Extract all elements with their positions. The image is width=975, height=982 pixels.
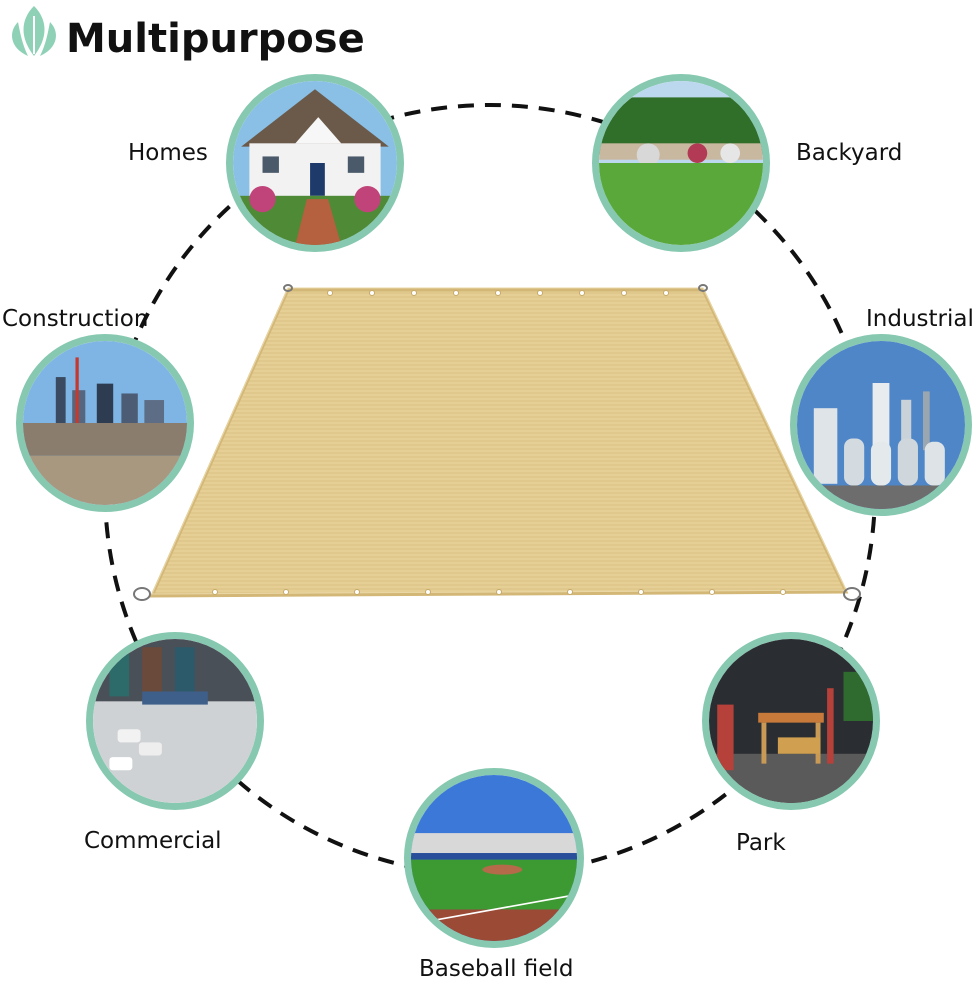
- baseball-field-photo: [404, 768, 584, 948]
- backyard-photo: [592, 74, 770, 252]
- label-construction: Construction: [2, 306, 149, 332]
- construction-photo: [16, 334, 194, 512]
- leaf-logo-icon: [12, 6, 56, 56]
- label-baseball-field: Baseball field: [419, 956, 574, 982]
- label-park: Park: [736, 830, 786, 856]
- label-commercial: Commercial: [84, 828, 222, 854]
- label-backyard: Backyard: [796, 140, 903, 166]
- shade-sail: [133, 284, 861, 601]
- label-homes: Homes: [128, 140, 208, 166]
- homes-photo: [226, 74, 404, 252]
- park-photo: [702, 632, 880, 810]
- header: [6, 2, 62, 82]
- page-title: Multipurpose: [66, 16, 365, 62]
- commercial-photo: [86, 632, 264, 810]
- industrial-photo: [790, 334, 972, 516]
- label-industrial: Industrial: [866, 306, 974, 332]
